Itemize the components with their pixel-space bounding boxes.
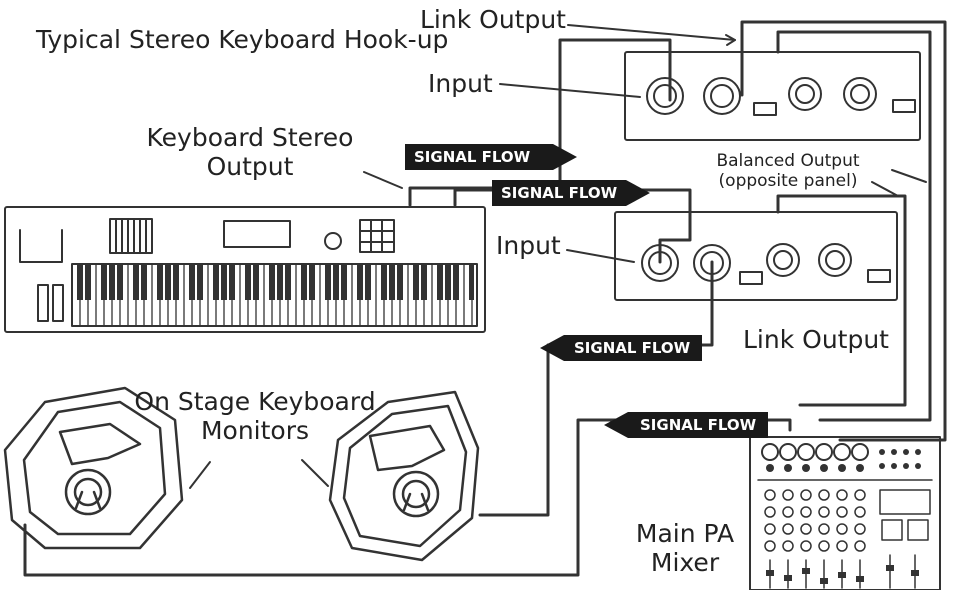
cable-top-link (740, 20, 947, 442)
signal-flow-arrow-1: SIGNAL FLOW (405, 144, 577, 170)
monitor-left (3, 386, 184, 550)
label-input-bottom: Input (496, 231, 561, 260)
label-monitors: On Stage Keyboard Monitors (134, 387, 376, 445)
label-opposite-panel: (opposite panel) (718, 171, 858, 191)
monitor-right (328, 390, 480, 562)
arrow-right-icon (405, 144, 577, 170)
diagram-title: Typical Stereo Keyboard Hook-up (36, 25, 449, 54)
arrow-left-icon (604, 412, 768, 438)
signal-flow-label: SIGNAL FLOW (501, 184, 618, 202)
keyboard-synth (4, 206, 486, 333)
signal-flow-label: SIGNAL FLOW (574, 339, 691, 357)
signal-flow-label: SIGNAL FLOW (414, 148, 531, 166)
leader-monitor-right (301, 459, 329, 487)
leader-monitor-left (189, 461, 211, 489)
signal-flow-arrow-4: SIGNAL FLOW (604, 412, 768, 438)
signal-flow-label: SIGNAL FLOW (640, 416, 757, 434)
signal-flow-arrow-2: SIGNAL FLOW (492, 180, 650, 206)
cable-top-balanced (776, 30, 932, 422)
leader-balanced-top (891, 169, 927, 183)
label-mixer: Main PA Mixer (635, 519, 735, 577)
leader-keyboard-output (363, 171, 403, 189)
leader-balanced-bottom (871, 181, 899, 197)
mixer-console (749, 436, 941, 590)
keyboard-black-keys (77, 264, 474, 300)
power-amp-bottom (614, 211, 898, 301)
leader-link-output-top (567, 24, 736, 41)
label-link-output-bottom: Link Output (743, 325, 889, 354)
cable-mixer-monitor (23, 418, 792, 577)
label-balanced-output: Balanced Output (716, 151, 860, 171)
cable-bottom-balanced (776, 194, 907, 407)
cable-keyboard-left (408, 38, 672, 207)
leader-input-top (499, 83, 641, 98)
signal-flow-arrow-3: SIGNAL FLOW (540, 335, 702, 361)
power-amp-top (624, 51, 921, 141)
label-input-top: Input (428, 69, 493, 98)
arrow-left-icon (540, 335, 702, 361)
leader-input-bottom (566, 249, 635, 263)
arrow-right-icon (492, 180, 650, 206)
leader-lines (189, 24, 927, 489)
label-link-output-top: Link Output (420, 5, 566, 34)
label-keyboard-stereo-output: Keyboard Stereo Output (146, 123, 354, 181)
